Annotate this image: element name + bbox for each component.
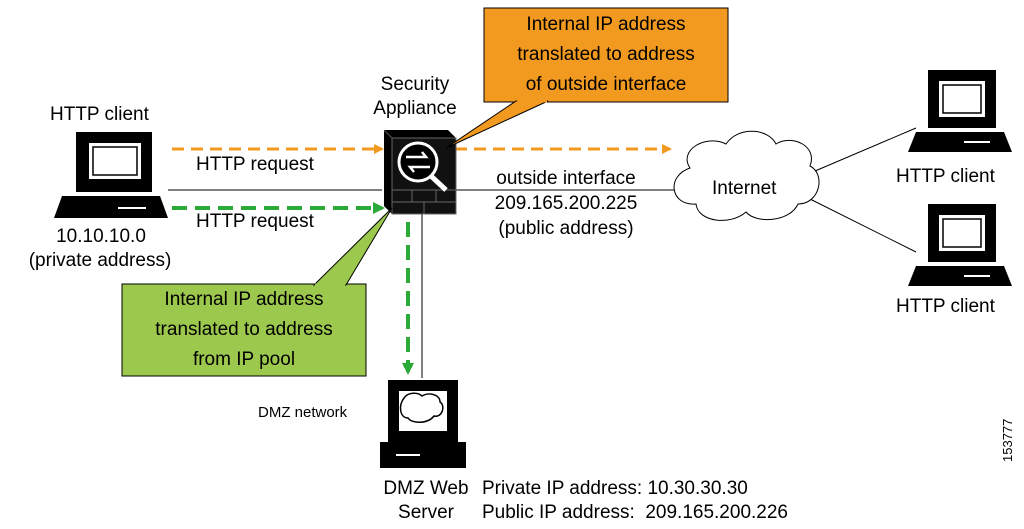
orange-callout-shape bbox=[445, 7, 729, 149]
dmz-web-server-icon bbox=[380, 380, 466, 468]
green-callout-line-3: from IP pool bbox=[192, 349, 296, 370]
right-top-client-title: HTTP client bbox=[896, 166, 995, 187]
dmz-public-ip: Public IP address: 209.165.200.226 bbox=[482, 502, 788, 523]
right-top-client-computer-icon bbox=[908, 70, 1012, 152]
green-callout-shape bbox=[121, 207, 393, 377]
internet-cloud-icon bbox=[673, 130, 820, 221]
internet-label: Internet bbox=[712, 178, 777, 199]
appliance-label-line2: Appliance bbox=[373, 98, 457, 119]
right-bottom-client-computer-icon bbox=[908, 204, 1012, 286]
dmz-server-label-line1: DMZ Web bbox=[383, 478, 469, 499]
dmz-network-label: DMZ network bbox=[258, 404, 348, 421]
link-internet-client-top bbox=[807, 127, 917, 175]
orange-callout-line-3: of outside interface bbox=[525, 74, 687, 95]
dmz-server-label-line2: Server bbox=[398, 502, 454, 523]
appliance-label-line1: Security bbox=[380, 74, 450, 95]
orange-callout: Internal IP address translated to addres… bbox=[484, 10, 728, 100]
http-request-label-bottom: HTTP request bbox=[196, 211, 314, 232]
green-callout-line-1: Internal IP address bbox=[164, 289, 324, 310]
link-internet-client-bottom bbox=[807, 197, 917, 253]
left-client-computer-icon bbox=[54, 132, 168, 218]
security-appliance-icon bbox=[383, 129, 457, 215]
dmz-private-ip: Private IP address: 10.30.30.30 bbox=[482, 478, 748, 499]
orange-callout-line-2: translated to address bbox=[517, 44, 695, 65]
green-callout: Internal IP address translated to addres… bbox=[122, 285, 366, 375]
figure-id: 153777 bbox=[1000, 418, 1015, 462]
http-request-label-top: HTTP request bbox=[196, 154, 314, 175]
outside-interface-label: outside interface bbox=[496, 168, 636, 189]
green-callout-line-2: translated to address bbox=[155, 319, 333, 340]
orange-callout-line-1: Internal IP address bbox=[526, 14, 686, 35]
left-client-address: 10.10.10.0 bbox=[56, 226, 146, 247]
outside-interface-ip: 209.165.200.225 bbox=[494, 193, 638, 214]
outside-interface-note: (public address) bbox=[498, 218, 634, 239]
left-client-title: HTTP client bbox=[50, 104, 149, 125]
left-client-address-note: (private address) bbox=[28, 250, 172, 271]
right-bottom-client-title: HTTP client bbox=[896, 296, 995, 317]
